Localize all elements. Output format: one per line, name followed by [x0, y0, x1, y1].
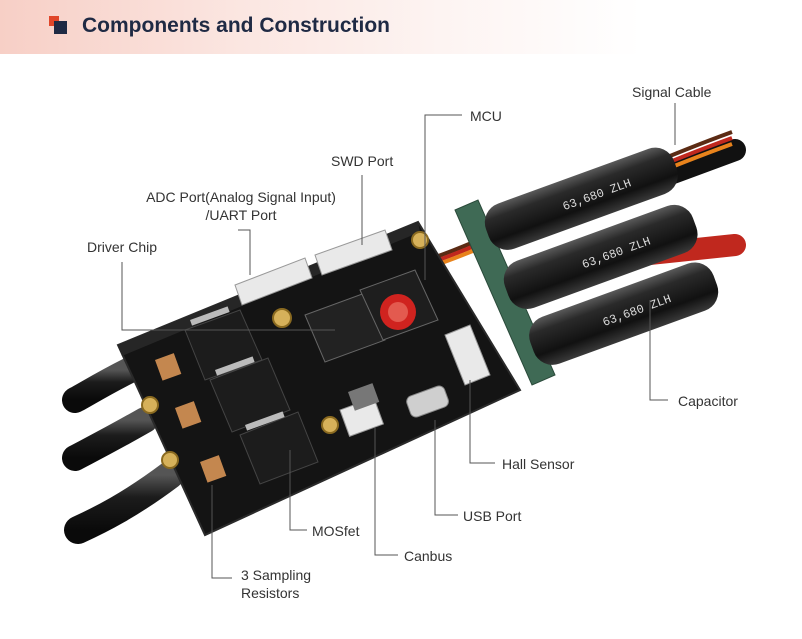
label-hall-sensor: Hall Sensor	[502, 456, 575, 472]
section-icon	[49, 16, 69, 36]
pcb-board	[116, 220, 522, 537]
leader-usb	[434, 420, 458, 516]
label-mcu: MCU	[470, 108, 502, 124]
header-band	[0, 0, 802, 54]
leader-mcu	[424, 114, 462, 280]
page-title: Components and Construction	[82, 14, 390, 37]
driver-chip	[304, 292, 386, 363]
usb-port-connector	[406, 385, 449, 418]
sampling-resistors	[154, 353, 227, 483]
leader-adc	[238, 229, 251, 275]
label-sampling-line2: Resistors	[241, 585, 300, 601]
canbus-connector	[339, 383, 385, 437]
leader-capacitor	[649, 300, 668, 401]
mounting-pads	[141, 231, 429, 469]
hall-sensor-connector	[444, 324, 491, 386]
leader-sampling	[211, 485, 232, 579]
leader-lines	[121, 103, 676, 579]
label-driver-chip: Driver Chip	[87, 239, 158, 255]
leader-canbus	[374, 428, 398, 556]
label-adc-port-line2: /UART Port	[205, 207, 277, 223]
leader-hall	[469, 380, 495, 464]
label-swd-port: SWD Port	[331, 153, 394, 169]
label-adc-port: ADC Port(Analog Signal Input) /UART Port	[136, 188, 346, 224]
label-sampling-resistors: 3 Sampling Resistors	[241, 566, 311, 602]
capacitors: 63,680 ZLH 63,680 ZLH 63,680 ZLH	[484, 147, 719, 365]
label-adc-port-line1: ADC Port(Analog Signal Input)	[146, 189, 336, 205]
leader-driver-chip	[121, 262, 335, 331]
motor-cables	[62, 357, 184, 544]
label-signal-cable: Signal Cable	[632, 84, 712, 100]
label-capacitor: Capacitor	[678, 393, 738, 409]
mcu-chip	[359, 269, 439, 341]
label-canbus: Canbus	[404, 548, 453, 564]
label-mosfet: MOSfet	[312, 523, 360, 539]
label-sampling-line1: 3 Sampling	[241, 567, 312, 583]
mosfets	[184, 306, 319, 485]
label-usb-port: USB Port	[463, 508, 522, 524]
leader-mosfet	[289, 450, 307, 531]
